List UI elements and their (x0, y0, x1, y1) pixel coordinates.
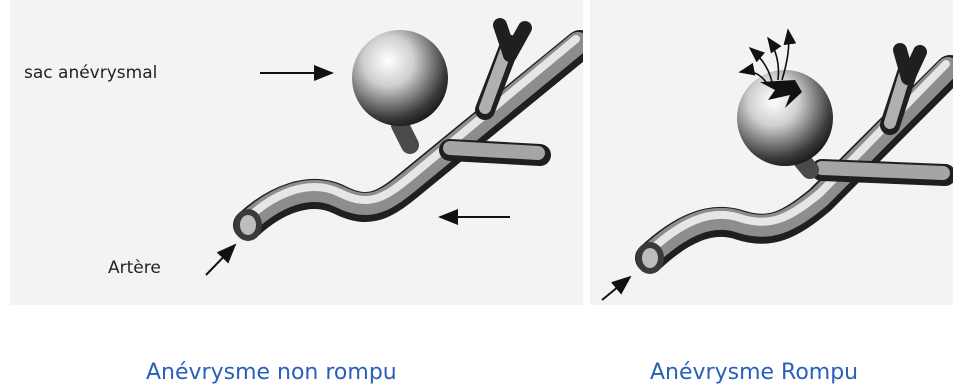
aneurysm-sac-label: sac anévrysmal (24, 63, 157, 83)
unruptured-caption: Anévrysme non rompu (146, 360, 397, 385)
ruptured-aneurysm-sac (737, 70, 833, 170)
ruptured-aneurysm-panel (590, 0, 953, 305)
artery-pointer-arrow (206, 245, 235, 275)
unruptured-aneurysm-illustration (10, 0, 583, 305)
unruptured-aneurysm-panel: sac anévrysmal Artère (10, 0, 583, 305)
ruptured-aneurysm-illustration (590, 0, 953, 305)
aneurysm-sac (352, 30, 448, 145)
ruptured-caption: Anévrysme Rompu (650, 360, 858, 385)
artery-pointer-arrow (602, 277, 630, 300)
artery-label: Artère (108, 258, 161, 278)
